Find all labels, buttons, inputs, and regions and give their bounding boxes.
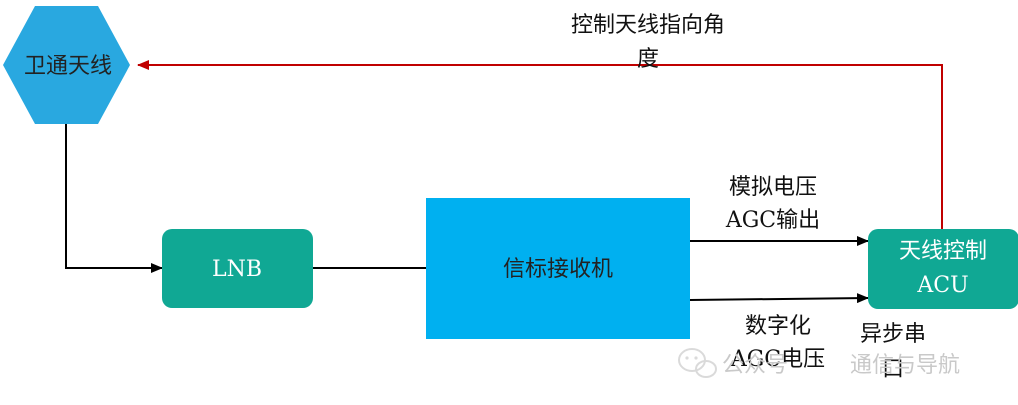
lnb-label: LNB: [212, 257, 262, 282]
antenna-to-lnb-connector: [65, 124, 163, 273]
beacon-receiver-label: 信标接收机: [503, 257, 613, 282]
beacon-receiver-node: [426, 198, 690, 339]
control-angle-label-line1: 控制天线指向角: [571, 13, 725, 38]
analog-agc-label-line1: 模拟电压: [729, 175, 817, 200]
digital-agc-label-line2: AGC电压: [730, 347, 825, 372]
analog-agc-label-line2: AGC输出: [725, 208, 820, 233]
wechat-icon: [678, 348, 717, 378]
watermark-account: 通信与导航: [850, 353, 960, 378]
acu-label-line2: ACU: [916, 273, 968, 298]
control-angle-label-line2: 度: [637, 47, 659, 72]
acu-node: [868, 229, 1018, 309]
serial-port-label-line2: 口: [882, 357, 904, 382]
digital-agc-connector: [689, 293, 869, 304]
watermark-source: 公众号: [722, 353, 788, 378]
digital-agc-label-line1: 数字化: [745, 314, 811, 339]
satellite-antenna-node: [3, 6, 130, 124]
lnb-node: [162, 229, 313, 308]
control-angle-connector: [137, 60, 943, 229]
satellite-antenna-label: 卫通天线: [24, 54, 112, 79]
acu-label-line1: 天线控制: [899, 239, 987, 264]
serial-port-label-line1: 异步串: [860, 322, 926, 347]
